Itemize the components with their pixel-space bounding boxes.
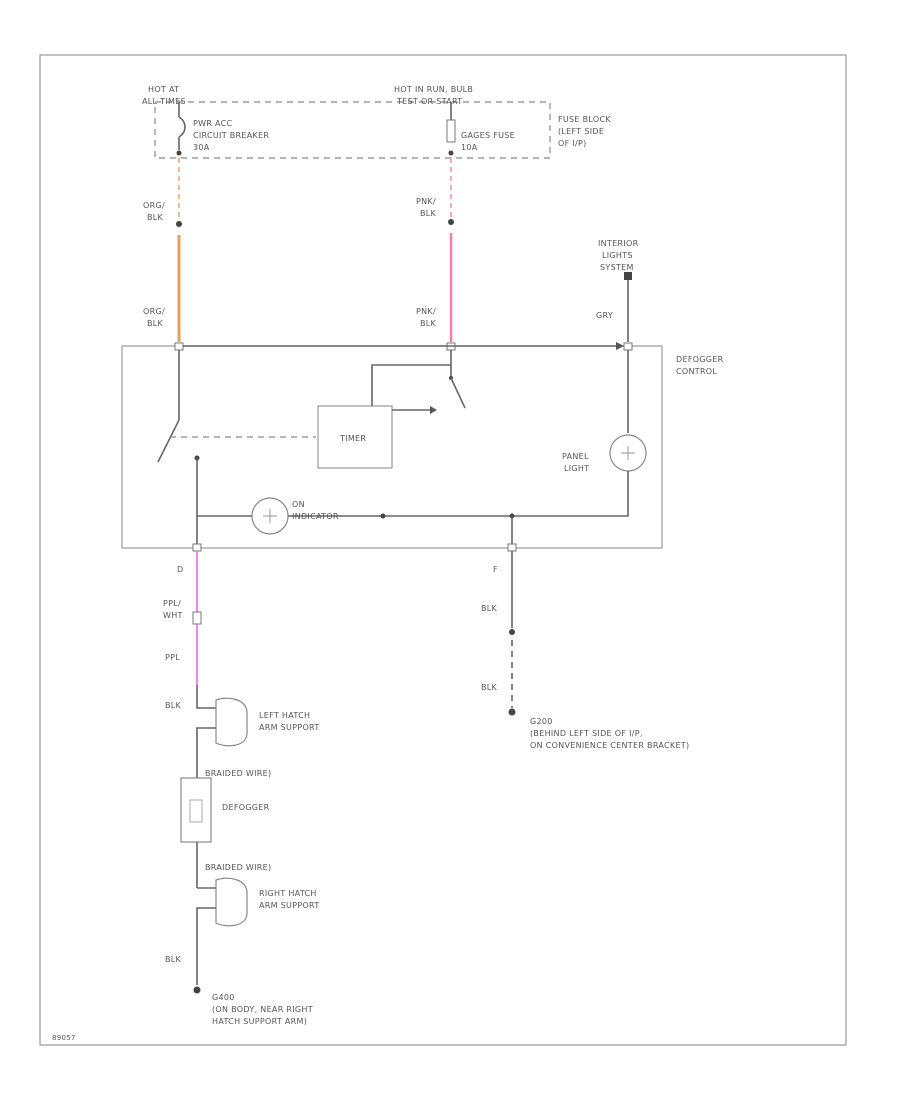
connector-pnk-blk [448, 219, 454, 225]
braided-wire-top-label: BRAIDED WIRE) [205, 769, 271, 778]
defogger-label: DEFOGGER [222, 803, 270, 812]
left-hatch-arm-support [215, 697, 248, 747]
braided-wire-bottom-label: BRAIDED WIRE) [205, 863, 271, 872]
label-ppl-wht-b: WHT [163, 611, 183, 620]
label-blk-left-top: BLK [165, 701, 182, 710]
right-hatch-arm-support [215, 877, 248, 927]
defogger-element [180, 777, 212, 843]
panel-light-line2: LIGHT [564, 464, 589, 473]
interior-lights-connector [624, 272, 632, 280]
timer-box [317, 405, 393, 469]
panel-light-line1: PANEL [562, 452, 589, 461]
pin-a-plug [174, 342, 184, 351]
timer-feed-wire [371, 364, 451, 406]
fuse-terminal [448, 150, 454, 156]
defogger-control-line1: DEFOGGER [676, 355, 724, 364]
right-switch-contact [450, 377, 466, 409]
ground-g400-line2: (ON BODY, NEAR RIGHT [212, 1005, 313, 1014]
left-switch-contact [157, 419, 180, 463]
label-blk-right-top: BLK [481, 604, 498, 613]
panel-light-return [512, 471, 629, 517]
defogger-grid-symbol [189, 799, 203, 823]
braided-wire-top [196, 727, 216, 778]
breaker-line1: PWR ACC [193, 119, 233, 128]
breaker-terminal [176, 150, 182, 156]
interior-lights-line2: LIGHTS [602, 251, 633, 260]
right-hatch-line2: ARM SUPPORT [259, 901, 320, 910]
label-org-blk-2b: BLK [147, 319, 164, 328]
label-pnk-blk-2a: PNK/ [416, 307, 436, 316]
label-org-blk-1b: BLK [147, 213, 164, 222]
connector-blk-right [509, 629, 515, 635]
timer-arrow [430, 406, 437, 414]
breaker-line3: 30A [193, 143, 210, 152]
ppl-connector [192, 611, 202, 625]
defogger-control-line2: CONTROL [676, 367, 717, 376]
fuse-block-outline [154, 101, 551, 159]
ground-g400-line3: HATCH SUPPORT ARM) [212, 1017, 307, 1026]
timer-label: TIMER [339, 434, 366, 443]
on-indicator-line2: INDICATOR [292, 512, 339, 521]
hot-in-run-line2: TEST OR START [396, 97, 462, 106]
label-org-blk-2a: ORG/ [143, 307, 165, 316]
hot-at-all-times-line2: ALL TIMES [142, 97, 186, 106]
left-hatch-line1: LEFT HATCH [259, 711, 310, 720]
label-ppl-wht-a: PPL/ [163, 599, 181, 608]
figure-id: 89057 [52, 1034, 76, 1042]
panel-light-filament [621, 446, 635, 460]
label-pnk-blk-1a: PNK/ [416, 197, 436, 206]
on-indicator-filament [263, 509, 277, 523]
hot-in-run-line1: HOT IN RUN, BULB [394, 85, 473, 94]
pin-d-label: D [177, 565, 183, 574]
label-org-blk-1a: ORG/ [143, 201, 165, 210]
circuit-breaker-symbol [178, 116, 186, 138]
label-pnk-blk-1b: BLK [420, 209, 437, 218]
left-hatch-line2: ARM SUPPORT [259, 723, 320, 732]
pin-d-plug [192, 543, 202, 552]
interior-lights-line1: INTERIOR [598, 239, 639, 248]
gages-fuse-line1: GAGES FUSE [461, 131, 515, 140]
breaker-line2: CIRCUIT BREAKER [193, 131, 269, 140]
label-blk-right-bottom: BLK [481, 683, 498, 692]
interior-lights-line3: SYSTEM [600, 263, 634, 272]
label-ppl: PPL [165, 653, 180, 662]
indicator-junction [380, 513, 386, 519]
right-hatch-line1: RIGHT HATCH [259, 889, 317, 898]
ground-g200-line2: (BEHIND LEFT SIDE OF I/P, [530, 729, 643, 738]
fuse-block-line2: (LEFT SIDE [558, 127, 604, 136]
fuse-block-line3: OF I/P) [558, 139, 587, 148]
ground-g400-symbol [193, 986, 201, 994]
connector-org-blk [176, 221, 182, 227]
label-gry: GRY [596, 311, 613, 320]
ground-g200-symbol [508, 708, 516, 716]
wire-blk-left-top [196, 685, 216, 709]
ground-g200-line3: ON CONVENIENCE CENTER BRACKET) [530, 741, 689, 750]
fuse-block-line1: FUSE BLOCK [558, 115, 611, 124]
ground-g200-line1: G200 [530, 717, 553, 726]
pin-f-label: F [493, 565, 498, 574]
gages-fuse-symbol [446, 119, 456, 143]
on-indicator-line1: ON [292, 500, 305, 509]
pin-f-plug [507, 543, 517, 552]
diagram-border [39, 54, 847, 1046]
pin-c-plug [623, 342, 633, 351]
hot-at-all-times-line1: HOT AT [148, 85, 179, 94]
label-blk-left-bottom: BLK [165, 955, 182, 964]
wire-blk-left-bottom [196, 907, 216, 985]
bus-arrow [616, 342, 624, 350]
ground-g400-line1: G400 [212, 993, 235, 1002]
gages-fuse-line2: 10A [461, 143, 478, 152]
label-pnk-blk-2b: BLK [420, 319, 437, 328]
